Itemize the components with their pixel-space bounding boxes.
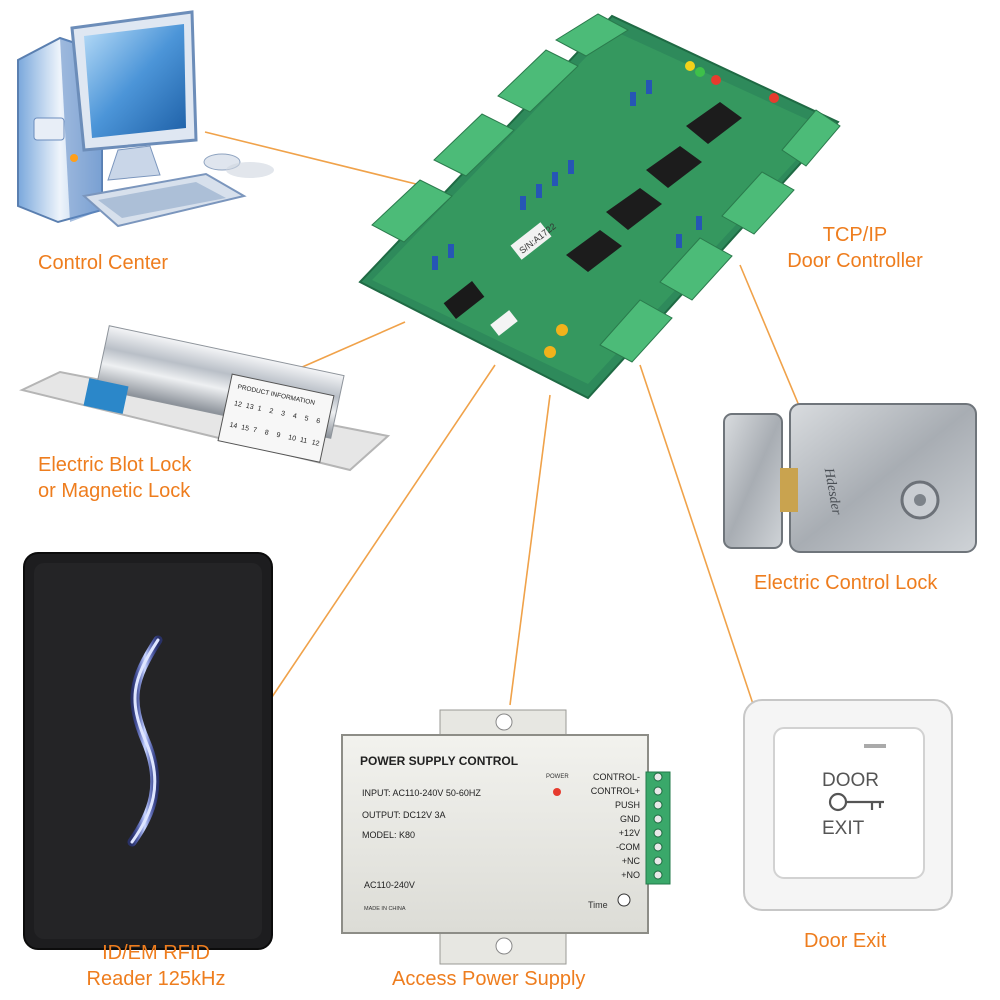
exit-button-line2: EXIT	[822, 818, 865, 839]
psu-model: MODEL: K80	[362, 830, 415, 840]
plate-cell: 4	[292, 413, 297, 421]
plate-cell: 15	[241, 424, 250, 432]
psu-output: OUTPUT: DC12V 3A	[362, 810, 446, 820]
psu-terminal-label: +NO	[621, 870, 640, 880]
psu-terminal-screw	[653, 842, 663, 852]
psu-terminal-screw	[653, 772, 663, 782]
psu-ac: AC110-240V	[364, 880, 415, 890]
plate-cell: 7	[252, 427, 257, 435]
psu-terminal-label: -COM	[616, 842, 640, 852]
power-supply-box: POWER SUPPLY CONTROL INPUT: AC110-240V 5…	[341, 709, 671, 965]
label-rfid-reader: ID/EM RFID Reader 125kHz	[46, 940, 266, 992]
computer-icon	[17, 10, 274, 228]
psu-terminal-label: +12V	[619, 828, 640, 838]
connector-rfid	[269, 364, 496, 701]
psu-terminal-screw	[653, 786, 663, 796]
label-control-center: Control Center	[38, 252, 169, 274]
terminal-blocks-left	[371, 13, 630, 243]
connector-control-center	[204, 131, 421, 186]
plate-cell: 12	[233, 400, 242, 408]
connector-lines	[204, 131, 801, 756]
label-rfid-line2: Reader 125kHz	[86, 968, 226, 990]
plate-cell: 2	[269, 408, 274, 416]
label-door-exit: Door Exit	[804, 930, 887, 952]
electric-control-lock: Hdesder	[723, 403, 977, 553]
label-bolt-lock-line1: Electric Blot Lock	[38, 454, 192, 476]
door-controller-board: S/N:A1722	[358, 13, 841, 400]
psu-made-in: MADE IN CHINA	[364, 906, 406, 912]
plate-cell: 12	[311, 439, 320, 447]
psu-terminal-screw	[653, 814, 663, 824]
psu-terminal-label: GND	[620, 814, 641, 824]
psu-terminal-screw	[653, 800, 663, 810]
plate-cell: 3	[280, 410, 285, 418]
plate-cell: 13	[245, 403, 254, 411]
connector-exit	[639, 364, 771, 756]
plate-cell: 9	[276, 432, 281, 440]
psu-terminal-label: CONTROL-	[593, 772, 640, 782]
psu-terminal-label: PUSH	[615, 800, 640, 810]
relays	[566, 102, 742, 272]
label-door-controller: TCP/IP Door Controller	[760, 222, 950, 274]
psu-terminal-label: CONTROL+	[591, 786, 640, 796]
label-rfid-line1: ID/EM RFID	[102, 942, 210, 964]
plate-cell: 11	[299, 437, 308, 445]
label-bolt-lock: Electric Blot Lock or Magnetic Lock	[38, 452, 191, 504]
psu-terminal-label: +NC	[622, 856, 641, 866]
plate-cell: 5	[304, 415, 309, 423]
label-power-supply: Access Power Supply	[392, 968, 586, 990]
terminal-blocks-right	[599, 109, 841, 363]
connector-power-supply	[509, 394, 551, 706]
psu-terminal-labels: CONTROL- CONTROL+ PUSH GND +12V -COM +NC +NO	[591, 772, 663, 880]
plate-cell: 8	[264, 429, 269, 437]
psu-terminal-screw	[653, 828, 663, 838]
plate-cell: 14	[229, 422, 238, 430]
connector-control-lock	[739, 264, 801, 409]
label-control-lock: Electric Control Lock	[754, 572, 938, 594]
psu-title: POWER SUPPLY CONTROL	[360, 754, 518, 768]
rfid-reader	[23, 552, 273, 950]
plate-cell: 6	[316, 418, 321, 426]
psu-input: INPUT: AC110-240V 50-60HZ	[362, 788, 481, 798]
label-door-controller-line2: Door Controller	[787, 250, 923, 272]
plate-cell: 1	[257, 405, 262, 413]
door-exit-button: DOOR EXIT	[743, 699, 953, 911]
status-leds	[544, 61, 779, 358]
label-door-controller-line1: TCP/IP	[822, 224, 888, 246]
capacitors	[432, 80, 702, 270]
plate-cell: 10	[287, 434, 296, 442]
psu-terminal-screw	[653, 870, 663, 880]
key-icon	[828, 792, 884, 812]
psu-power-led-label: POWER	[546, 774, 569, 780]
psu-terminal-screw	[653, 856, 663, 866]
exit-button-line1: DOOR	[822, 770, 879, 791]
psu-time-label: Time	[588, 900, 608, 910]
connector-bolt-lock	[299, 321, 406, 369]
label-bolt-lock-line2: or Magnetic Lock	[38, 480, 191, 502]
